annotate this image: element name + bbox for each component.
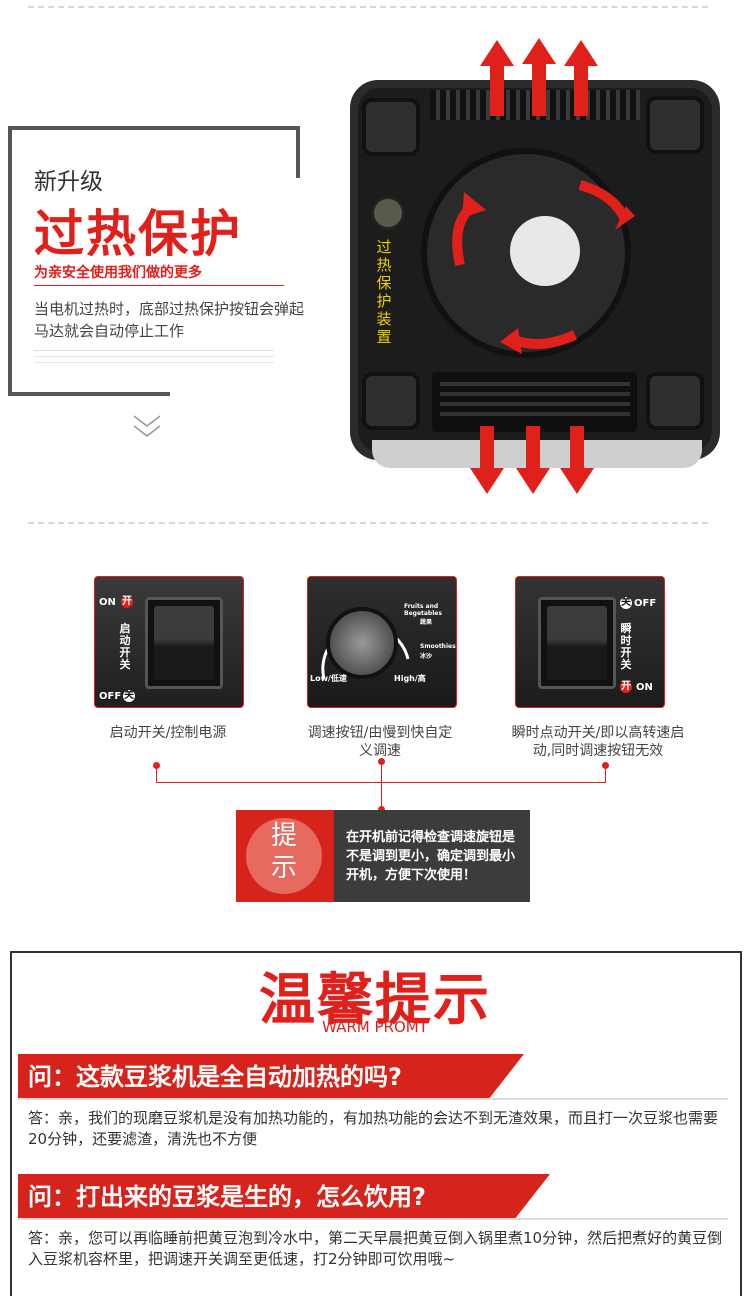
warm-tips-box (10, 951, 742, 1296)
tip-char-2: 示 (270, 853, 297, 883)
rubber-foot (362, 372, 420, 430)
low-speed-label: Low/低速 (310, 674, 347, 683)
top-divider (28, 6, 708, 8)
text-frame-corner (292, 126, 300, 178)
off-label: OFF (99, 691, 122, 702)
overheat-title: 过热保护 (34, 205, 242, 263)
airflow-down-arrows-icon (470, 426, 594, 494)
pulse-switch-name: 瞬时开关 (620, 622, 632, 671)
faq-question: 问：打出来的豆浆是生的，怎么饮用? (18, 1174, 550, 1220)
faq-answer: 答：亲，我们的现磨豆浆机是没有加热功能的，有加热功能的会达不到无渣效果，而且打一… (28, 1109, 719, 1148)
warm-tips-title: 温馨提示 (259, 968, 491, 1033)
tip-badge (246, 818, 322, 894)
pulse-switch-panel: 关 OFF 瞬时开关 开 ON (515, 576, 665, 708)
overheat-button-icon (371, 196, 405, 230)
power-switch-name: 启动开关 (119, 622, 131, 671)
chevron-down-icon (133, 415, 161, 437)
warm-tips-subtitle: WARM PROMT (322, 1018, 428, 1036)
tagline-underline (34, 285, 284, 286)
faq-question: 问：这款豆浆机是全自动加热的吗? (18, 1054, 524, 1100)
on-cn-label: 开 (121, 596, 133, 608)
overheat-description: 当电机过热时，底部过热保护按钮会弹起马达就会自动停止工作 (34, 300, 305, 340)
overheat-device-label: 过热保护装置 (376, 238, 392, 346)
power-switch-caption: 启动开关/控制电源 (109, 725, 227, 741)
speed-knob-caption: 调速按钮/由慢到快自定义调速 (307, 725, 453, 759)
rubber-foot (362, 98, 420, 156)
on-label: ON (99, 597, 116, 608)
high-speed-label: High/高 (394, 674, 426, 683)
pulse-switch-caption: 瞬时点动开关/即以高转速启动,同时调速按钮无效 (511, 725, 685, 759)
middle-divider (28, 522, 708, 524)
power-rocker-switch[interactable] (145, 597, 223, 689)
rubber-foot (646, 372, 704, 430)
speed-knob-panel: Fruits and Begetables 蔬果 Smoothies 冰沙 Lo… (307, 576, 457, 708)
speed-knob[interactable] (326, 607, 398, 679)
fan-hub (510, 216, 580, 286)
tip-char-1: 提 (270, 821, 297, 851)
caption-connector (156, 782, 606, 783)
safety-tagline: 为亲安全使用我们做的更多 (34, 265, 202, 281)
rotation-arrows-icon (452, 180, 635, 354)
fruits-label: Fruits and Begetables (404, 603, 442, 617)
airflow-up-arrows-icon (480, 38, 598, 116)
on-label: ON (636, 682, 653, 693)
rubber-foot (646, 96, 704, 154)
off-label: OFF (634, 598, 657, 609)
bottom-vent (432, 372, 637, 432)
text-frame (8, 126, 300, 396)
off-cn-label: 关 (123, 690, 135, 702)
upgrade-subtitle: 新升级 (34, 169, 103, 195)
pulse-rocker-switch[interactable] (538, 597, 616, 689)
tip-text: 在开机前记得检查调速旋钮是不是调到更小，确定调到最小开机，方便下次使用！ (346, 830, 516, 883)
power-switch-panel: ON 开 OFF 关 启动开关 (94, 576, 244, 708)
smoothies-label: Smoothies (420, 643, 456, 650)
faq-answer: 答：亲，您可以再临睡前把黄豆泡到冷水中，第二天早晨把黄豆倒入锅里煮10分钟，然后… (28, 1229, 723, 1268)
